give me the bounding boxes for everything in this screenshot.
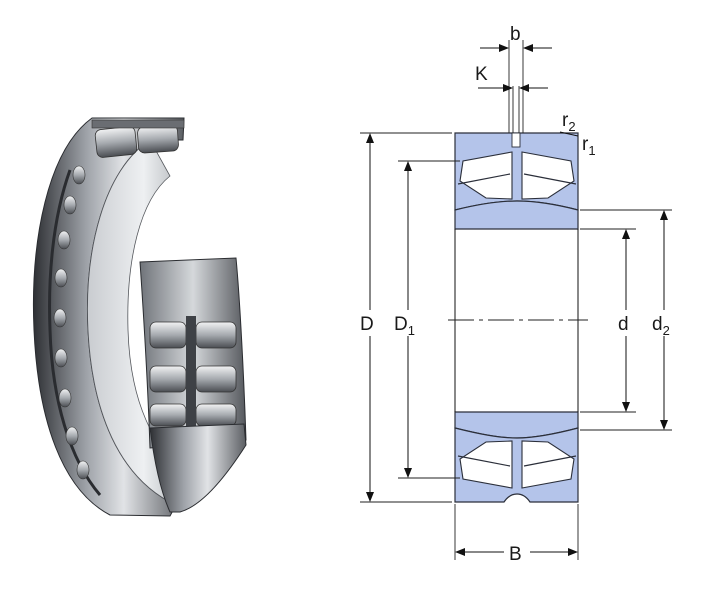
- label-D: D: [360, 314, 374, 335]
- label-B: B: [509, 544, 522, 565]
- label-K: K: [475, 64, 488, 85]
- cage-bottom: [457, 455, 577, 467]
- bearing-cross-section: [448, 132, 588, 503]
- rollers-outer-row: [53, 165, 90, 480]
- roller-top-left: [459, 151, 513, 200]
- spherical-roller-bearing-cutaway-icon: [33, 117, 247, 517]
- inner-ring-section-top: [454, 200, 579, 230]
- roller-bottom-right: [521, 440, 575, 489]
- outer-ring-groove: [48, 169, 102, 496]
- label-D1: D1: [394, 314, 415, 338]
- rollers-top-section: [91, 119, 185, 158]
- label-r1: r1: [582, 134, 596, 158]
- label-b: b: [510, 24, 521, 45]
- roller-top-right: [521, 151, 575, 200]
- roller-bottom-left: [459, 440, 513, 489]
- lubrication-hole: [511, 132, 521, 148]
- dimension-labels: b K r2 r1 D D1 d d2 B: [360, 24, 670, 565]
- dimension-lines: [360, 40, 672, 560]
- lower-ring-band: [149, 423, 247, 513]
- label-d: d: [618, 314, 629, 335]
- label-d2: d2: [652, 314, 670, 338]
- cage-top: [457, 173, 577, 185]
- rollers-inner-section: [149, 316, 237, 436]
- label-r2: r2: [562, 110, 576, 134]
